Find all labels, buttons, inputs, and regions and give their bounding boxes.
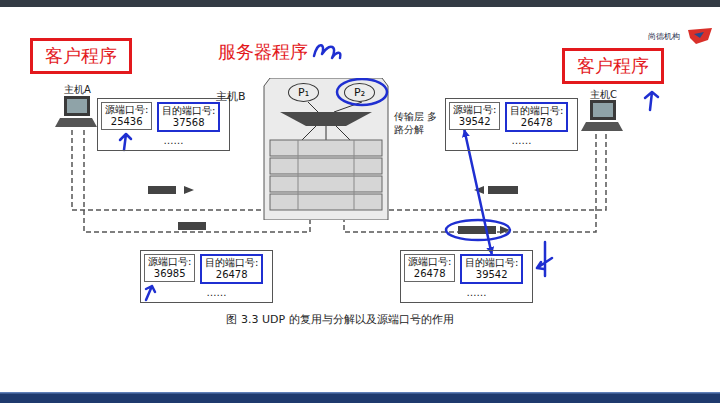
port-cell: 目的端口号:26478 bbox=[200, 254, 263, 284]
logo-text: 尚德机构 bbox=[648, 32, 680, 42]
process-ellipse: P₁ bbox=[288, 83, 319, 102]
node-text: 26478 bbox=[205, 269, 258, 281]
laptop-base bbox=[581, 122, 623, 131]
packet-arrow bbox=[184, 186, 194, 194]
pen-connector bbox=[464, 130, 491, 254]
server-program-label: 服务器程序 bbox=[218, 40, 308, 63]
layer-label: 传输层 多路分解 bbox=[394, 110, 440, 136]
logo-text: 尚德机构 bbox=[648, 32, 680, 42]
port-cell: 源端口号:39542 bbox=[449, 102, 500, 130]
node-text: 39542 bbox=[453, 116, 496, 128]
ellipsis-text: …… bbox=[207, 287, 227, 299]
client-program-box: 客户程序 bbox=[30, 38, 132, 74]
node-text: 37568 bbox=[162, 117, 215, 129]
port-cell: 源端口号:26478 bbox=[404, 254, 455, 282]
laptop-base bbox=[55, 118, 97, 127]
segment-box: ……源端口号:25436目的端口号:37568 bbox=[97, 98, 230, 151]
segment-box: ……源端口号:26478目的端口号:39542 bbox=[400, 250, 533, 303]
node-text: 源端口号: bbox=[453, 104, 496, 116]
packet bbox=[148, 186, 176, 194]
ellipsis-text: …… bbox=[164, 135, 184, 147]
laptop-screen bbox=[593, 103, 613, 117]
segment-box: ……源端口号:39542目的端口号:26478 bbox=[445, 98, 578, 151]
node-text: 目的端口号: bbox=[465, 257, 518, 269]
top-bar bbox=[0, 0, 720, 7]
node-text: 25436 bbox=[105, 116, 148, 128]
figure-caption: 图 3.3 UDP 的复用与分解以及源端口号的作用 bbox=[0, 313, 680, 327]
node-text: 目的端口号: bbox=[162, 105, 215, 117]
packet bbox=[488, 186, 518, 194]
server-host: 主机BP₁P₂ bbox=[262, 78, 390, 220]
segment-box: ……源端口号:36985目的端口号:26478 bbox=[140, 250, 273, 303]
bottom-bar-line bbox=[0, 392, 720, 394]
node-text: 源端口号: bbox=[408, 256, 451, 268]
server-program-label: 服务器程序 bbox=[218, 40, 308, 63]
port-cell: 目的端口号:37568 bbox=[157, 102, 220, 132]
laptop-screen bbox=[64, 96, 90, 116]
server-building bbox=[262, 78, 390, 220]
node-text: 26478 bbox=[408, 268, 451, 280]
node-text: P₂ bbox=[354, 85, 365, 100]
ellipsis-text: …… bbox=[512, 135, 532, 147]
node-text: P₁ bbox=[298, 85, 309, 100]
host-label: 主机C bbox=[590, 88, 617, 101]
logo-icon bbox=[694, 32, 704, 38]
node-text: 客户程序 bbox=[45, 44, 117, 68]
port-cell: 源端口号:36985 bbox=[144, 254, 195, 282]
ellipsis-text: …… bbox=[467, 287, 487, 299]
host-label: 主机A bbox=[64, 83, 91, 96]
laptop-screen bbox=[590, 100, 616, 120]
figure-caption: 图 3.3 UDP 的复用与分解以及源端口号的作用 bbox=[0, 313, 680, 327]
host-label: 主机B bbox=[216, 90, 246, 104]
host-label: 主机A bbox=[64, 83, 91, 96]
layer-label: 传输层 多路分解 bbox=[394, 110, 440, 136]
node-text: 目的端口号: bbox=[510, 105, 563, 117]
client-program-box: 客户程序 bbox=[562, 48, 664, 84]
node-text: 36985 bbox=[148, 268, 191, 280]
host-label: 主机C bbox=[590, 88, 617, 101]
port-cell: 源端口号:25436 bbox=[101, 102, 152, 130]
bottom-bar bbox=[0, 392, 720, 403]
laptop-screen bbox=[67, 99, 87, 113]
node-text: 26478 bbox=[510, 117, 563, 129]
packet bbox=[458, 226, 496, 234]
packet bbox=[178, 222, 206, 230]
node-text: 源端口号: bbox=[105, 104, 148, 116]
node-text: 目的端口号: bbox=[205, 257, 258, 269]
port-cell: 目的端口号:26478 bbox=[505, 102, 568, 132]
port-cell: 目的端口号:39542 bbox=[460, 254, 523, 284]
node-text: 客户程序 bbox=[577, 54, 649, 78]
node-text: 源端口号: bbox=[148, 256, 191, 268]
logo-icon bbox=[688, 28, 712, 44]
process-ellipse: P₂ bbox=[344, 83, 375, 102]
node-text: 39542 bbox=[465, 269, 518, 281]
